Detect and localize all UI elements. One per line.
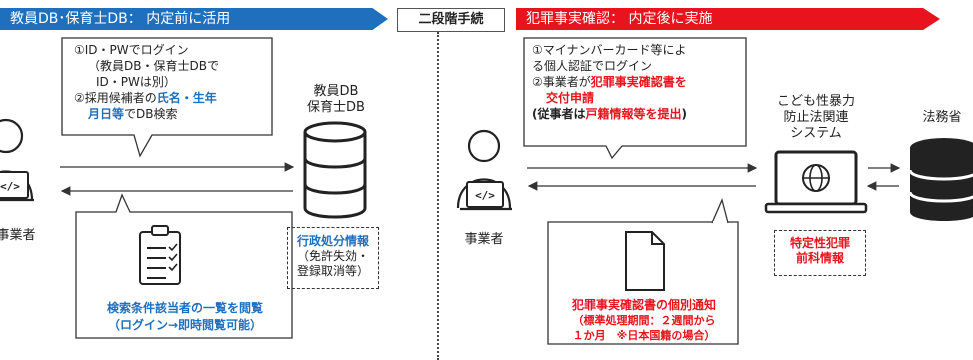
right-result-text: 犯罪事実確認書の個別通知 （標準処理期間：２週間から １か月 ※日本国籍の場合）	[552, 298, 736, 343]
right-result-line1: 犯罪事実確認書の個別通知	[571, 298, 716, 312]
left-person-label: 事業者	[0, 228, 36, 243]
right-step2-line1: ②事業者が犯罪事実確認書を	[532, 74, 744, 90]
right-step2-highlight: 犯罪事実確認書を	[590, 75, 687, 89]
system-label-line3: システム	[790, 126, 842, 141]
left-step2-highlight2: 月日等	[88, 107, 125, 121]
left-step1: ①ID・PWでログイン	[74, 43, 189, 57]
right-step2-note-pre: (従事者は	[532, 107, 586, 121]
right-step2-line2: 交付申請	[532, 90, 744, 106]
system-label-line1: こども性暴力	[776, 94, 855, 109]
phase1-banner: 教員DB･保育士DB： 内定前に活用	[0, 8, 388, 30]
right-step2-note-post: )	[681, 107, 687, 121]
two-step-label: 二段階手続	[397, 8, 505, 32]
right-result-line2: （標準処理期間：２週間から	[572, 314, 716, 327]
right-result-line3: １か月 ※日本国籍の場合）	[572, 329, 716, 342]
phase2-banner: 犯罪事実確認： 内定後に実施	[516, 8, 940, 30]
document-icon	[625, 231, 665, 291]
left-db-label: 教員DB 保育士DB	[296, 84, 376, 116]
phase-divider	[437, 32, 439, 360]
right-step2-note-highlight: 戸籍情報等を提出	[585, 107, 682, 121]
left-step1-note2: ID・PWは別）	[96, 75, 176, 89]
left-result-box	[75, 193, 293, 339]
left-callout-box	[61, 37, 273, 158]
right-step1-line1: ①マイナンバーカード等によ	[532, 43, 687, 57]
left-result-line1: 検索条件該当者の一覧を閲覧	[106, 301, 263, 315]
left-step1-note1: （教員DB・保育士DBで	[88, 59, 219, 73]
admin-disposition-box: 行政処分情報 （免許失効・ 登録取消等）	[287, 227, 379, 289]
system-label-line2: 防止法関連	[783, 110, 849, 125]
db-label-nursery: 保育士DB	[307, 100, 365, 115]
left-result-line2: （ログイン→即時閲覧可能）	[107, 318, 263, 332]
left-step2-line2: 月日等でDB検索	[74, 106, 270, 122]
svg-text:</>: </>	[0, 180, 20, 193]
left-operator-icon: </>	[0, 118, 34, 202]
left-callout-text: ①ID・PWでログイン （教員DB・保育士DBで ID・PWは別） ②採用候補者…	[74, 42, 270, 122]
right-step1-line2: る個人認証でログイン	[532, 59, 653, 73]
db-label-teacher: 教員DB	[313, 84, 359, 99]
laptop-globe-icon	[764, 150, 868, 214]
right-person-label: 事業者	[464, 232, 504, 247]
right-callout-text: ①マイナンバーカード等によ る個人認証でログイン ②事業者が犯罪事実確認書を 交…	[532, 42, 744, 122]
admin-disposition-line3: 登録取消等）	[296, 264, 369, 278]
left-step2-line1: ②採用候補者の氏名・生年	[74, 90, 270, 106]
svg-text:</>: </>	[475, 189, 495, 202]
right-step2-highlight2: 交付申請	[546, 91, 595, 105]
right-step2-pre: ②事業者が	[532, 75, 591, 89]
criminal-record-box: 特定性犯罪 前科情報	[774, 230, 866, 276]
admin-disposition-title: 行政処分情報	[296, 234, 369, 248]
criminal-record-line2: 前科情報	[795, 251, 844, 265]
criminal-record-line1: 特定性犯罪	[789, 236, 850, 250]
right-operator-icon: </>	[456, 129, 512, 211]
right-step2-line3: (従事者は戸籍情報等を提出)	[532, 106, 744, 122]
left-step2-pre: ②採用候補者の	[74, 91, 157, 105]
left-step2-post: でDB検索	[124, 107, 178, 121]
admin-disposition-line2: （免許失効・	[296, 249, 369, 263]
right-callout-box	[523, 37, 747, 160]
left-result-text: 検索条件該当者の一覧を閲覧 （ログイン→即時閲覧可能）	[80, 300, 290, 334]
left-database-icon	[303, 121, 367, 219]
left-step2-highlight: 氏名・生年	[156, 91, 217, 105]
moj-database-icon	[908, 138, 973, 221]
moj-label: 法務省	[922, 110, 962, 125]
system-label: こども性暴力 防止法関連 システム	[760, 94, 872, 142]
clipboard-checklist-icon	[139, 225, 181, 285]
